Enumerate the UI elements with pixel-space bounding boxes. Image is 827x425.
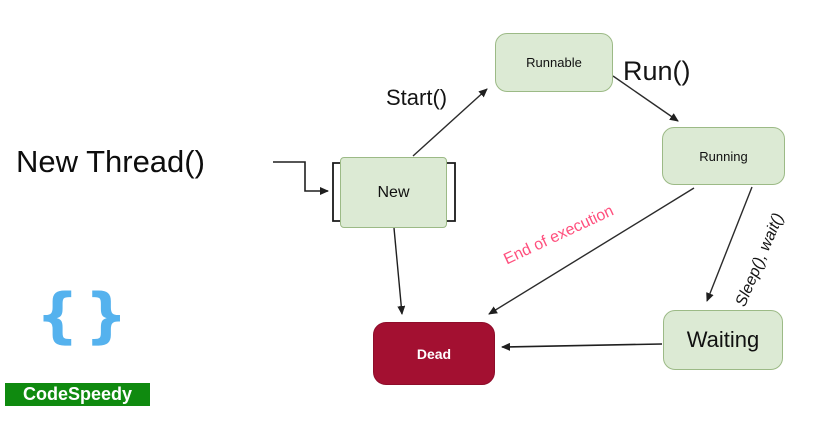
codespeedy-logo: {} CodeSpeedy <box>0 281 160 410</box>
curly-braces-icon: {} <box>36 281 133 351</box>
state-node-running: Running <box>662 127 785 185</box>
state-node-runnable-label: Runnable <box>526 55 582 70</box>
state-node-runnable: Runnable <box>495 33 613 92</box>
state-node-dead: Dead <box>373 322 495 385</box>
running-to-dead-arrow <box>488 187 695 315</box>
state-node-waiting-label: Waiting <box>686 327 760 352</box>
running-to-waiting-arrow <box>706 186 753 302</box>
new-to-dead-arrow <box>393 227 406 315</box>
state-node-new-label: New <box>377 183 410 201</box>
waiting-to-dead-arrow <box>501 342 663 351</box>
new-node-right-bracket <box>447 162 456 222</box>
brace-open: { <box>36 281 85 351</box>
codespeedy-wordmark: CodeSpeedy <box>5 383 150 406</box>
codespeedy-brand-text: CodeSpeedy <box>22 384 133 404</box>
state-node-new: New <box>340 157 447 228</box>
new-thread-label: New Thread() <box>16 144 205 179</box>
start-edge-label: Start() <box>386 85 448 110</box>
new-to-runnable-arrow <box>412 88 488 157</box>
new-thread-to-new-arrow <box>273 161 329 195</box>
run-edge-label: Run() <box>623 56 691 86</box>
state-node-running-label: Running <box>699 148 748 164</box>
runnable-to-running-arrow <box>612 75 679 122</box>
state-node-waiting: Waiting <box>663 310 783 370</box>
new-node-left-bracket <box>332 162 340 222</box>
brace-close: } <box>84 281 134 351</box>
state-node-dead-label: Dead <box>416 345 452 362</box>
